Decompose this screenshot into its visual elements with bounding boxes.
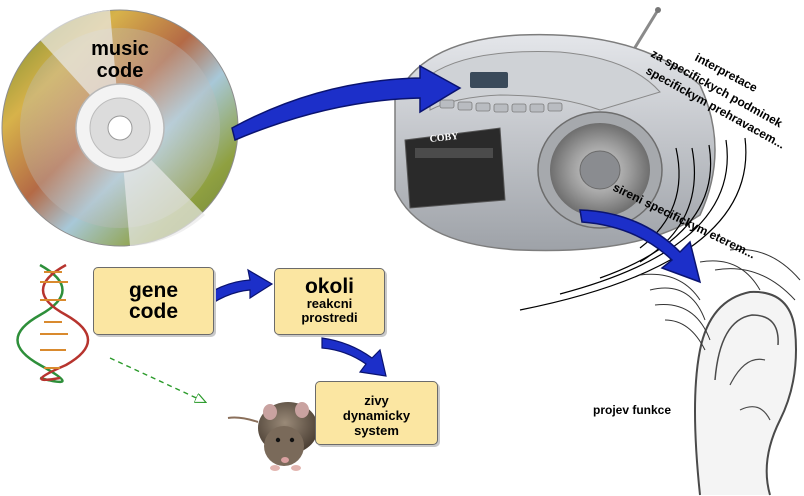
okoli-line2: prostredi bbox=[301, 310, 358, 325]
box-okoli: okoli reakcni prostredi bbox=[274, 268, 385, 335]
okoli-title: okoli bbox=[304, 275, 354, 298]
label-projev-funkce: projev funkce bbox=[593, 403, 672, 417]
box-zivy-dynamicky-system: zivy dynamicky system bbox=[315, 381, 438, 445]
arrow-dashed-dna-to-rat bbox=[109, 357, 205, 402]
player-brand: COBY bbox=[429, 131, 460, 145]
arrow-player-to-ear bbox=[579, 209, 702, 284]
zivy-line3: system bbox=[354, 423, 399, 438]
zivy-line1: zivy bbox=[364, 393, 389, 408]
zivy-line2: dynamicky bbox=[342, 408, 411, 423]
arrow-cd-to-player bbox=[231, 64, 462, 142]
cd-disc-icon bbox=[1, 9, 239, 247]
cd-label-line2: code bbox=[97, 60, 144, 82]
arrow-okoli-to-zivy bbox=[321, 337, 387, 377]
okoli-line1: reakcni bbox=[306, 296, 353, 311]
gene-line1: gene bbox=[128, 279, 178, 302]
ear-icon bbox=[639, 248, 801, 496]
box-gene-code: gene code bbox=[93, 267, 214, 335]
gene-line2: code bbox=[128, 300, 178, 323]
sound-waves bbox=[519, 137, 747, 311]
dna-helix-icon bbox=[16, 263, 90, 384]
cd-label-line1: music bbox=[91, 38, 149, 60]
boombox-icon: COBY bbox=[394, 7, 716, 252]
rat-icon bbox=[227, 402, 318, 471]
